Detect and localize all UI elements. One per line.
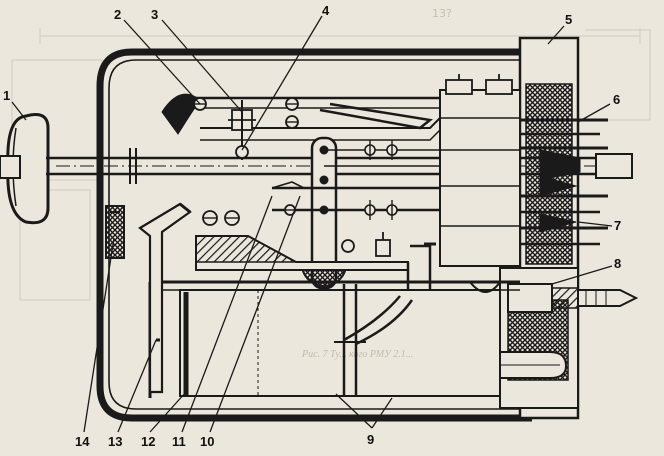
callout-10: 10: [200, 434, 214, 449]
contact-block: [439, 74, 521, 267]
callout-3: 3: [151, 7, 158, 22]
callout-2: 2: [114, 7, 121, 22]
callout-5: 5: [565, 12, 572, 27]
rocker-lever: [271, 136, 440, 290]
callout-labels: 1 2 3 4 5 6 7 8 9 10 11 12 13 14: [3, 3, 621, 449]
callout-14: 14: [75, 434, 90, 449]
callout-11: 11: [172, 434, 186, 449]
leader-lines: [11, 15, 613, 433]
callout-12: 12: [141, 434, 155, 449]
callout-8: 8: [614, 256, 621, 271]
terminal-bolt: [499, 283, 639, 379]
callout-1: 1: [3, 88, 10, 103]
callout-13: 13: [108, 434, 122, 449]
contact-springs: [161, 93, 441, 160]
side-bracket: [105, 205, 125, 259]
coil-windings: [179, 284, 501, 397]
reset-push-button: [0, 113, 50, 225]
callout-9: 9: [367, 432, 374, 447]
callout-4: 4: [322, 3, 330, 18]
callout-7: 7: [614, 218, 621, 233]
bent-spring-arm: [138, 202, 192, 394]
ghost-dimension: 13?: [432, 7, 452, 20]
armature-bracket: [195, 210, 409, 271]
callout-6: 6: [613, 92, 620, 107]
